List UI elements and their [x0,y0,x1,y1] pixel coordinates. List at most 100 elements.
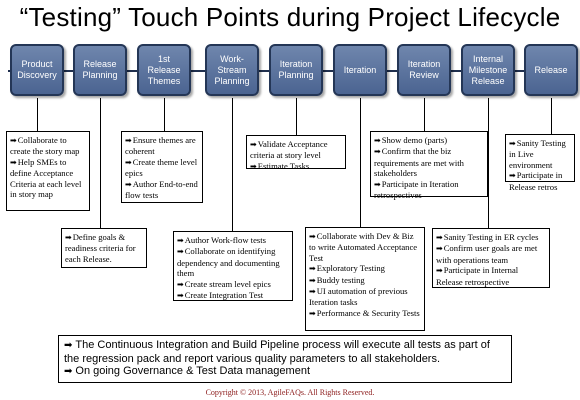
arrow-icon: ➡ [309,275,316,285]
stage-iteration: Iteration [333,44,387,96]
note-item: ➡Collaborate with Dev & Biz to write Aut… [309,231,418,263]
summary-item: ➡The Continuous Integration and Build Pi… [64,339,490,365]
arrow-icon: ➡ [250,140,257,149]
stage-label: Internal Milestone [468,53,508,75]
arrow-icon: ➡ [436,244,443,254]
note-iteration-planning: ➡Validate Acceptance criteria at story l… [246,135,346,171]
connector-line [296,98,297,135]
note-release-themes: ➡Ensure themes are coherent ➡Create them… [121,131,203,203]
stage-release: Release [524,44,578,96]
arrow-icon: ➡ [309,308,316,318]
note-item: ➡UI automation of previous Iteration tas… [309,286,408,308]
arrow-icon: ➡ [177,236,184,245]
arrow-icon: ➡ [177,291,184,301]
arrow-icon: ➡ [64,366,73,377]
note-work-stream-planning: ➡Author Work-flow tests ➡Collaborate on … [173,231,293,301]
arrow-icon: ➡ [374,147,381,157]
stage-label: Themes [147,75,181,86]
note-item: ➡Author Work-flow tests [177,235,266,245]
note-item: ➡Ensure themes are coherent [125,135,196,157]
note-item: ➡Performance & Security Tests [309,307,420,318]
note-item: ➡Sanity Testing in ER cycles [436,232,539,242]
arrow-icon: ➡ [10,136,17,145]
note-release: ➡Sanity Testing in Live environment ➡Par… [505,134,575,192]
stage-label: Review [409,70,439,80]
copyright-text: Copyright © 2013, AgileFAQs. All Rights … [205,388,375,397]
note-item: ➡Create Integration Test [177,290,264,301]
note-internal-milestone-release: ➡Sanity Testing in ER cycles ➡Confirm us… [432,228,550,288]
stage-label: Release [83,59,117,69]
note-item: ➡Validate Acceptance criteria at story l… [250,139,328,161]
connector-line [488,98,489,228]
arrow-icon: ➡ [64,340,73,351]
note-item: ➡Confirm that the biz requirements are m… [374,146,464,179]
summary-box: ➡The Continuous Integration and Build Pi… [58,335,512,383]
note-product-discovery: ➡Collaborate to create the story map ➡He… [6,131,90,211]
arrow-icon: ➡ [436,266,443,276]
stage-label: Product [21,59,53,69]
note-item: ➡Participate in Release retros [509,170,563,192]
connector-line [37,98,38,131]
arrow-icon: ➡ [436,233,443,242]
arrow-icon: ➡ [177,247,184,257]
note-item: ➡Help SMEs to define Acceptance Criteria… [10,156,82,200]
arrow-icon: ➡ [374,136,381,145]
arrow-icon: ➡ [309,232,316,241]
note-item: ➡Estimate Tasks [250,160,310,171]
note-item: ➡Show demo (parts) [374,135,448,145]
note-item: ➡Author End-to-end flow tests [125,178,198,201]
stage-label: Iteration [279,59,313,69]
connector-line [360,98,361,227]
note-item: ➡Buddy testing [309,274,365,285]
summary-item: ➡On going Governance & Test Data managem… [64,365,310,377]
stage-label: Release [471,75,505,86]
arrow-icon: ➡ [509,171,516,181]
stage-label: Release [534,64,568,75]
arrow-icon: ➡ [65,233,72,242]
arrow-icon: ➡ [125,179,132,189]
arrow-icon: ➡ [309,264,316,274]
arrow-icon: ➡ [125,136,132,145]
note-item: ➡Collaborate to create the story map [10,135,80,157]
connector-line [164,98,165,131]
note-item: ➡Exploratory Testing [309,263,385,274]
connector-line [100,98,101,228]
arrow-icon: ➡ [10,157,17,167]
stage-label: Iteration [407,59,441,69]
stage-label: Planning [82,70,118,80]
note-iteration-review: ➡Show demo (parts) ➡Confirm that the biz… [370,131,488,200]
note-release-planning: ➡Define goals & readiness criteria for e… [61,228,147,268]
note-item: ➡Sanity Testing in Live environment [509,138,566,170]
note-item: ➡Participate in Internal Release retrosp… [436,265,519,287]
arrow-icon: ➡ [374,179,381,189]
note-item: ➡Collaborate on identifying dependency a… [177,246,280,279]
stage-label: Discovery [17,70,57,80]
stage-label: Work-Stream [217,53,247,75]
note-item: ➡Participate in Iteration retrospectives [374,178,459,201]
connector-line [232,98,233,231]
note-item: ➡Confirm user goals are met with operati… [436,243,538,265]
page-title: “Testing” Touch Points during Project Li… [19,2,561,32]
stage-label: Planning [214,75,250,86]
connector-line [424,98,425,131]
note-item: ➡Create theme level epics [125,156,198,179]
arrow-icon: ➡ [125,157,132,167]
note-item: ➡Define goals & readiness criteria for e… [65,232,136,264]
stage-label: 1st Release [147,53,181,75]
connector-line [551,98,552,134]
arrow-icon: ➡ [309,287,316,297]
note-iteration: ➡Collaborate with Dev & Biz to write Aut… [305,227,425,331]
arrow-icon: ➡ [177,279,184,289]
stage-label: Iteration [343,64,377,75]
arrow-icon: ➡ [509,139,516,148]
stage-label: Planning [278,70,314,80]
arrow-icon: ➡ [250,161,257,171]
note-item: ➡Create stream level epics [177,278,271,289]
